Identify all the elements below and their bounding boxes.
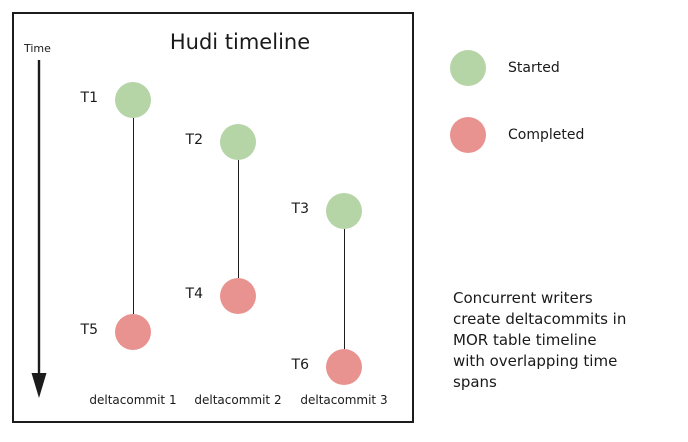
legend-label-completed: Completed bbox=[508, 127, 585, 143]
event-label-t3: T3 bbox=[291, 201, 309, 217]
event-label-t4: T4 bbox=[185, 286, 203, 302]
event-label-t1: T1 bbox=[80, 90, 98, 106]
page-title: Hudi timeline bbox=[169, 30, 311, 54]
green-circle-swatch bbox=[450, 50, 486, 86]
annotation-line-4: with overlapping time bbox=[453, 352, 618, 370]
annotation-line-3: MOR table timeline bbox=[453, 331, 597, 349]
annotation-text: Concurrent writers create deltacommits i… bbox=[453, 288, 678, 393]
time-axis-label: Time bbox=[24, 42, 51, 55]
column-caption-deltacommit-1: deltacommit 1 bbox=[89, 393, 177, 407]
event-node-t4-completed[interactable] bbox=[220, 278, 256, 314]
connector-t1-t5 bbox=[133, 118, 134, 314]
event-node-t6-completed[interactable] bbox=[326, 349, 362, 385]
annotation-line-2: create deltacommits in bbox=[453, 310, 627, 328]
event-label-t5: T5 bbox=[80, 322, 98, 338]
legend: Started Completed bbox=[450, 50, 680, 184]
event-node-t1-started[interactable] bbox=[115, 82, 151, 118]
connector-t3-t6 bbox=[344, 229, 345, 349]
connector-t2-t4 bbox=[238, 160, 239, 278]
event-node-t2-started[interactable] bbox=[220, 124, 256, 160]
event-label-t6: T6 bbox=[291, 357, 309, 373]
legend-label-started: Started bbox=[508, 60, 560, 76]
annotation-line-1: Concurrent writers bbox=[453, 289, 593, 307]
event-node-t5-completed[interactable] bbox=[115, 314, 151, 350]
event-node-t3-started[interactable] bbox=[326, 193, 362, 229]
legend-item-started: Started bbox=[450, 50, 680, 117]
column-caption-deltacommit-2: deltacommit 2 bbox=[194, 393, 282, 407]
column-caption-deltacommit-3: deltacommit 3 bbox=[300, 393, 388, 407]
event-label-t2: T2 bbox=[185, 132, 203, 148]
down-arrow-icon bbox=[31, 60, 47, 398]
legend-item-completed: Completed bbox=[450, 117, 680, 184]
annotation-line-5: spans bbox=[453, 373, 497, 391]
red-circle-swatch bbox=[450, 117, 486, 153]
